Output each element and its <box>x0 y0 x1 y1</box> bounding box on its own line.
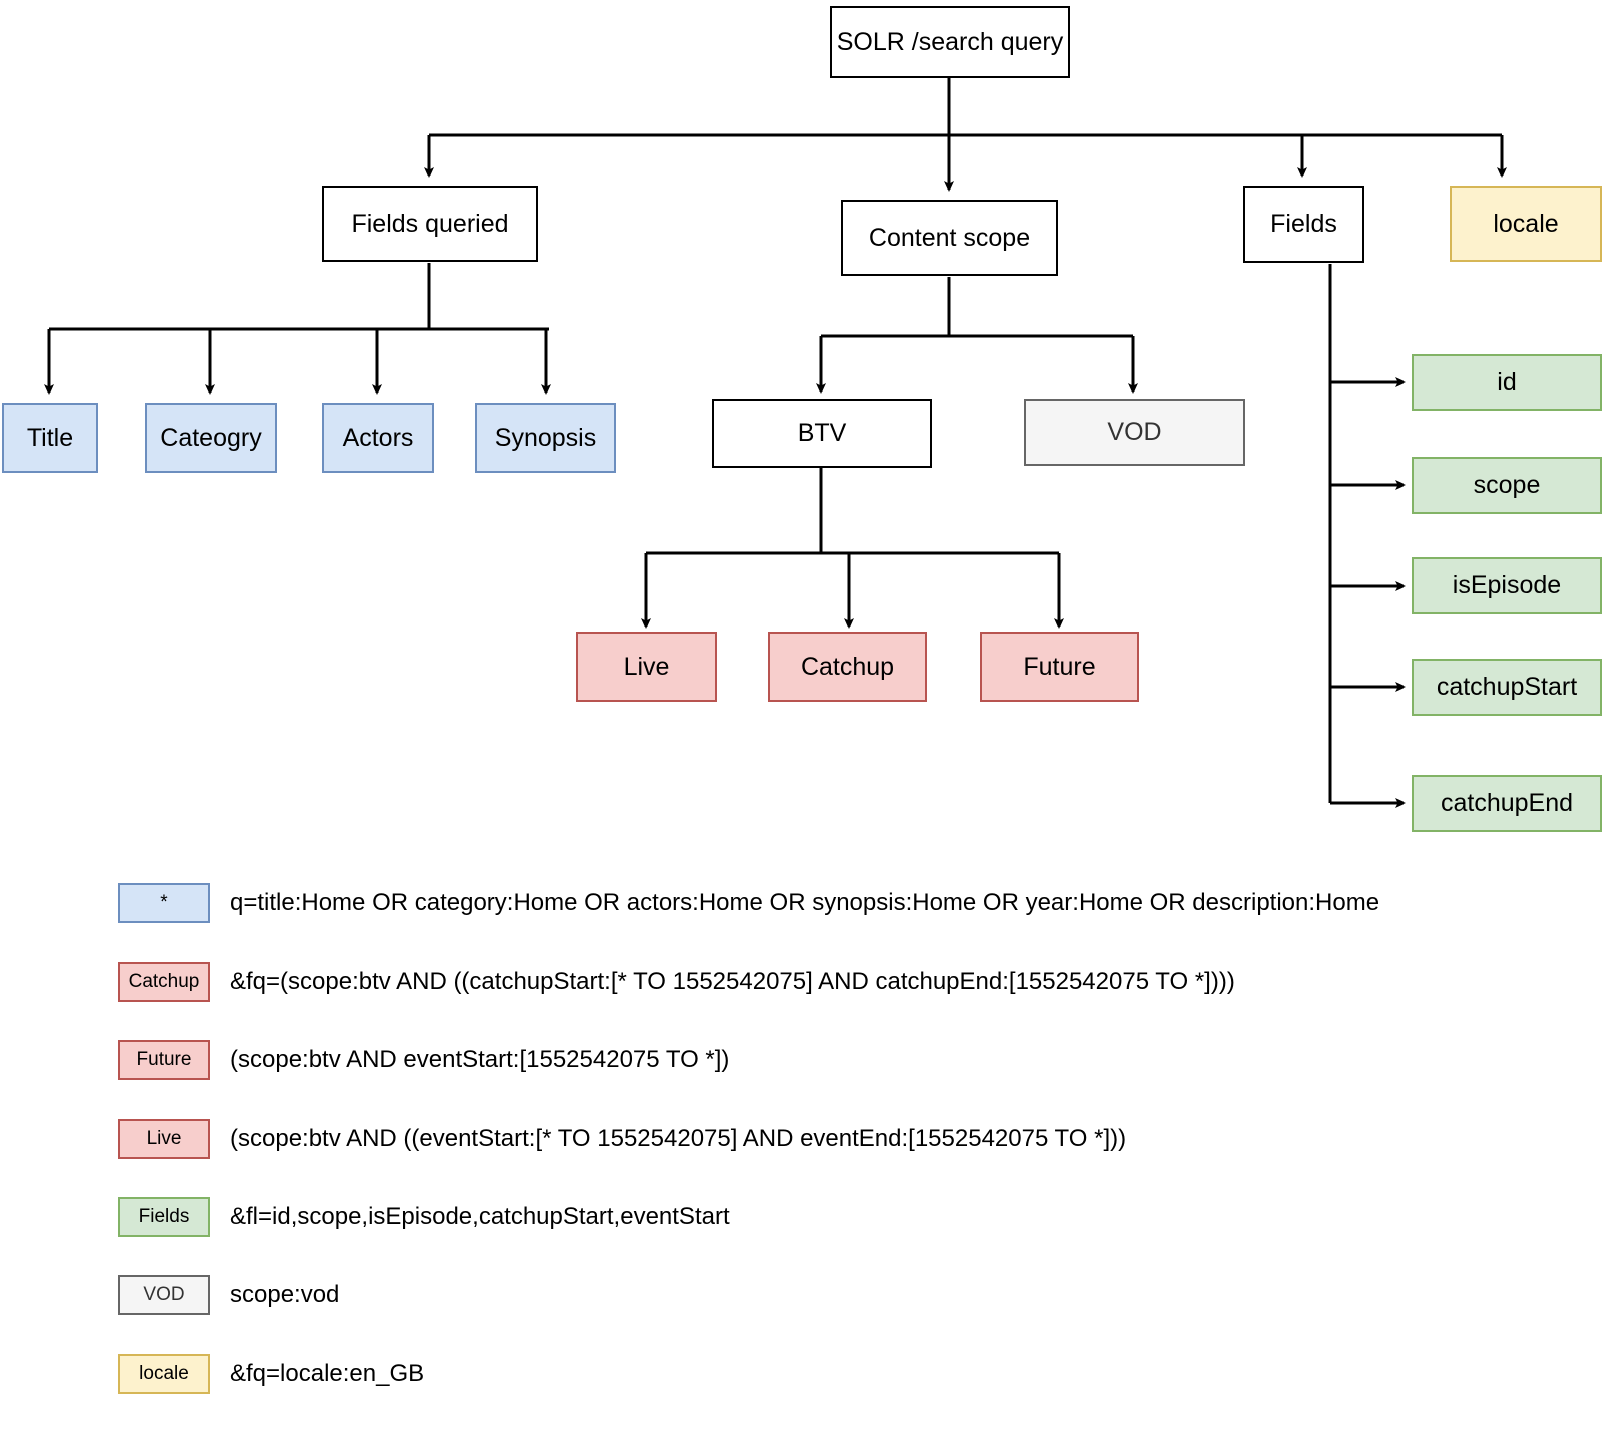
node-scope-btv[interactable]: BTV <box>712 399 932 468</box>
node-btv-mode-live-label: Live <box>623 652 670 681</box>
legend-row: VOD scope:vod <box>0 1272 339 1318</box>
legend-swatch-live-label: Live <box>146 1128 182 1149</box>
node-queried-field-synopsis-label: Synopsis <box>494 423 597 452</box>
legend-text-live: (scope:btv AND ((eventStart:[* TO 155254… <box>230 1125 1127 1152</box>
node-field-catchupend[interactable]: catchupEnd <box>1412 775 1602 832</box>
node-btv-mode-future-label: Future <box>1023 652 1096 681</box>
node-fields-queried-label: Fields queried <box>351 209 509 238</box>
legend-row: Live (scope:btv AND ((eventStart:[* TO 1… <box>0 1116 1126 1162</box>
node-field-id-label: id <box>1497 368 1517 397</box>
legend-row: * q=title:Home OR category:Home OR actor… <box>0 880 1379 926</box>
node-root[interactable]: SOLR /search query <box>830 6 1070 78</box>
node-field-isepisode-label: isEpisode <box>1452 571 1562 600</box>
legend-row: Future (scope:btv AND eventStart:[155254… <box>0 1037 729 1083</box>
node-content-scope[interactable]: Content scope <box>841 200 1058 276</box>
node-field-scope[interactable]: scope <box>1412 457 1602 514</box>
legend-text-fields: &fl=id,scope,isEpisode,catchupStart,even… <box>230 1203 730 1230</box>
node-locale-label: locale <box>1493 209 1559 238</box>
legend-text-blue: q=title:Home OR category:Home OR actors:… <box>230 889 1380 916</box>
node-queried-field-title[interactable]: Title <box>2 403 98 473</box>
node-btv-mode-future[interactable]: Future <box>980 632 1139 702</box>
legend-text-vod: scope:vod <box>230 1281 340 1308</box>
legend-row: locale &fq=locale:en_GB <box>0 1351 424 1397</box>
node-field-scope-label: scope <box>1473 471 1541 500</box>
legend-swatch-vod-label: VOD <box>143 1284 185 1305</box>
node-queried-field-synopsis[interactable]: Synopsis <box>475 403 616 473</box>
legend-text-future: (scope:btv AND eventStart:[1552542075 TO… <box>230 1046 730 1073</box>
node-field-id[interactable]: id <box>1412 354 1602 411</box>
node-queried-field-title-label: Title <box>26 423 74 452</box>
legend-swatch-fields: Fields <box>118 1197 210 1237</box>
legend-swatch-locale: locale <box>118 1354 210 1394</box>
legend-row: Fields &fl=id,scope,isEpisode,catchupSta… <box>0 1194 730 1240</box>
node-queried-field-cateogry-label: Cateogry <box>160 423 262 452</box>
legend-swatch-fields-label: Fields <box>138 1206 190 1227</box>
node-field-catchupstart[interactable]: catchupStart <box>1412 659 1602 716</box>
legend-swatch-catchup: Catchup <box>118 962 210 1002</box>
node-content-scope-label: Content scope <box>868 223 1031 252</box>
node-field-catchupstart-label: catchupStart <box>1436 673 1578 702</box>
node-root-label: SOLR /search query <box>836 27 1064 56</box>
node-btv-mode-catchup[interactable]: Catchup <box>768 632 927 702</box>
node-field-isepisode[interactable]: isEpisode <box>1412 557 1602 614</box>
node-btv-mode-live[interactable]: Live <box>576 632 717 702</box>
legend-text-locale: &fq=locale:en_GB <box>230 1360 425 1387</box>
node-fields-queried[interactable]: Fields queried <box>322 186 538 262</box>
legend-swatch-future-label: Future <box>136 1049 192 1070</box>
legend-swatch-future: Future <box>118 1040 210 1080</box>
node-queried-field-actors-label: Actors <box>342 423 414 452</box>
node-scope-vod-label: VOD <box>1107 418 1162 447</box>
node-fields[interactable]: Fields <box>1243 186 1364 263</box>
node-queried-field-actors[interactable]: Actors <box>322 403 434 473</box>
node-field-catchupend-label: catchupEnd <box>1440 789 1574 818</box>
legend-text-catchup: &fq=(scope:btv AND ((catchupStart:[* TO … <box>230 968 1235 995</box>
node-fields-label: Fields <box>1270 210 1337 239</box>
legend-swatch-locale-label: locale <box>139 1363 189 1384</box>
legend-swatch-vod: VOD <box>118 1275 210 1315</box>
legend-row: Catchup &fq=(scope:btv AND ((catchupStar… <box>0 959 1235 1005</box>
node-scope-vod[interactable]: VOD <box>1024 399 1245 466</box>
node-btv-mode-catchup-label: Catchup <box>800 652 895 681</box>
legend-swatch-blue: * <box>118 883 210 923</box>
legend-swatch-live: Live <box>118 1119 210 1159</box>
node-scope-btv-label: BTV <box>797 419 847 448</box>
node-locale[interactable]: locale <box>1450 186 1602 262</box>
node-queried-field-cateogry[interactable]: Cateogry <box>145 403 277 473</box>
legend-swatch-catchup-label: Catchup <box>128 971 200 992</box>
legend-swatch-blue-label: * <box>160 892 168 913</box>
